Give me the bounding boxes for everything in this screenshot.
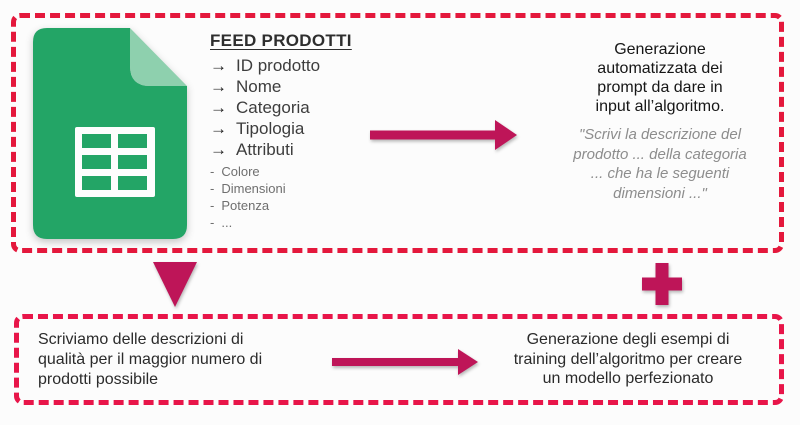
arrow-bullet-icon: → bbox=[210, 119, 227, 138]
sheets-grid-glyph bbox=[75, 127, 155, 197]
prompt-example-quote: "Scrivi la descrizione del prodotto ... … bbox=[573, 126, 747, 202]
feed-item-label: Tipologia bbox=[236, 119, 305, 138]
feed-sub-label: Colore bbox=[221, 164, 260, 179]
prompt-generation-text: Generazione automatizzata dei prompt da … bbox=[560, 40, 760, 203]
feed-sub-item: - ... bbox=[210, 214, 390, 231]
feed-item: → Tipologia bbox=[210, 118, 390, 139]
bottom-section-box: Scriviamo delle descrizioni di qualità p… bbox=[14, 314, 784, 405]
descriptions-writing-text: Scriviamo delle descrizioni di qualità p… bbox=[38, 331, 263, 388]
feed-sub-item: - Colore bbox=[210, 163, 390, 180]
feed-item: → Attributi bbox=[210, 139, 390, 160]
top-section-box: FEED PRODOTTI → ID prodotto → Nome → Cat… bbox=[11, 13, 784, 253]
feed-sub-label: ... bbox=[221, 215, 233, 230]
dash-bullet: - bbox=[210, 198, 215, 213]
feed-item: → ID prodotto bbox=[210, 55, 390, 76]
feed-sub-label: Potenza bbox=[221, 198, 270, 213]
feed-sub-item: - Potenza bbox=[210, 197, 390, 214]
feed-item: → Categoria bbox=[210, 97, 390, 118]
google-sheets-icon bbox=[33, 28, 187, 239]
dash-bullet: - bbox=[210, 164, 215, 179]
feed-title: FEED PRODOTTI bbox=[210, 31, 352, 50]
arrow-right-icon bbox=[332, 347, 478, 377]
arrow-right-icon bbox=[370, 120, 517, 150]
arrow-bullet-icon: → bbox=[210, 56, 227, 75]
arrow-bullet-icon: → bbox=[210, 98, 227, 117]
feed-item: → Nome bbox=[210, 76, 390, 97]
feed-item-label: Attributi bbox=[236, 140, 294, 159]
feed-prodotti-list: FEED PRODOTTI → ID prodotto → Nome → Cat… bbox=[210, 30, 390, 231]
arrow-bullet-icon: → bbox=[210, 140, 227, 159]
feed-sub-items: - Colore - Dimensioni - Potenza - ... bbox=[210, 163, 390, 231]
feed-item-label: ID prodotto bbox=[236, 56, 321, 75]
feed-items: → ID prodotto → Nome → Categoria → Tipol… bbox=[210, 55, 390, 160]
feed-sub-label: Dimensioni bbox=[221, 181, 286, 196]
prompt-generation-description: Generazione automatizzata dei prompt da … bbox=[595, 41, 725, 115]
dash-bullet: - bbox=[210, 181, 215, 196]
arrow-down-icon bbox=[153, 262, 197, 307]
training-examples-text: Generazione degli esempi di training del… bbox=[513, 331, 743, 387]
feed-item-label: Categoria bbox=[236, 98, 310, 117]
plus-icon bbox=[642, 263, 682, 305]
dash-bullet: - bbox=[210, 215, 215, 230]
feed-item-label: Nome bbox=[236, 77, 282, 96]
arrow-bullet-icon: → bbox=[210, 77, 227, 96]
feed-sub-item: - Dimensioni bbox=[210, 180, 390, 197]
